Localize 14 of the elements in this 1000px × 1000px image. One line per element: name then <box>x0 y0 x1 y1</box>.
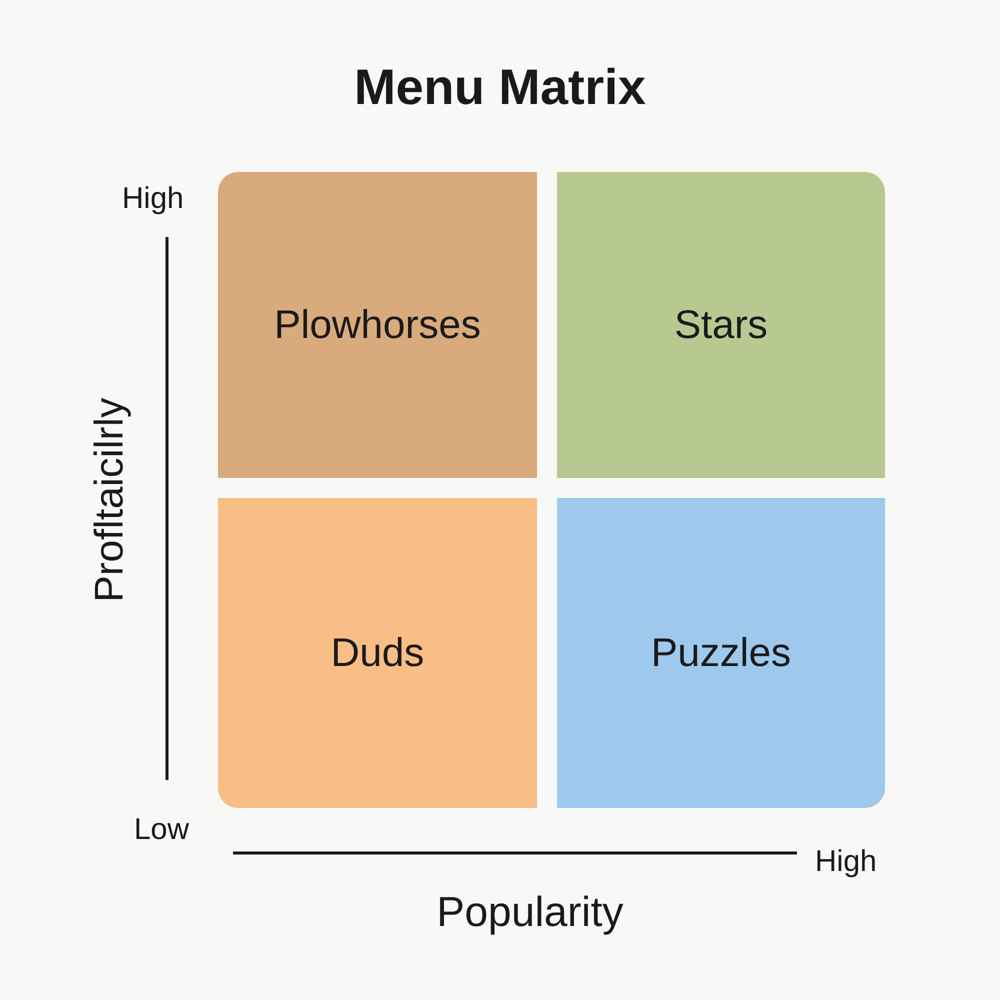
quadrant-panel <box>218 498 537 808</box>
axis-title: Profltaicilrly <box>88 398 132 602</box>
quadrant-panel <box>557 498 885 808</box>
quadrant-panel <box>218 172 537 478</box>
title: Menu Matrix <box>353 58 647 116</box>
quadrant-label: Stars <box>674 302 768 348</box>
axis-title: Popularity <box>436 888 624 936</box>
axis-end-label: High <box>815 845 877 879</box>
quadrant-label: Puzzles <box>650 630 792 676</box>
quadrant-label: Duds <box>330 630 424 676</box>
quadrant-panel <box>557 172 885 478</box>
axis-end-label: Low <box>134 813 190 847</box>
axis-end-label: High <box>122 182 184 216</box>
quadrant-label: Plowhorses <box>274 302 481 348</box>
